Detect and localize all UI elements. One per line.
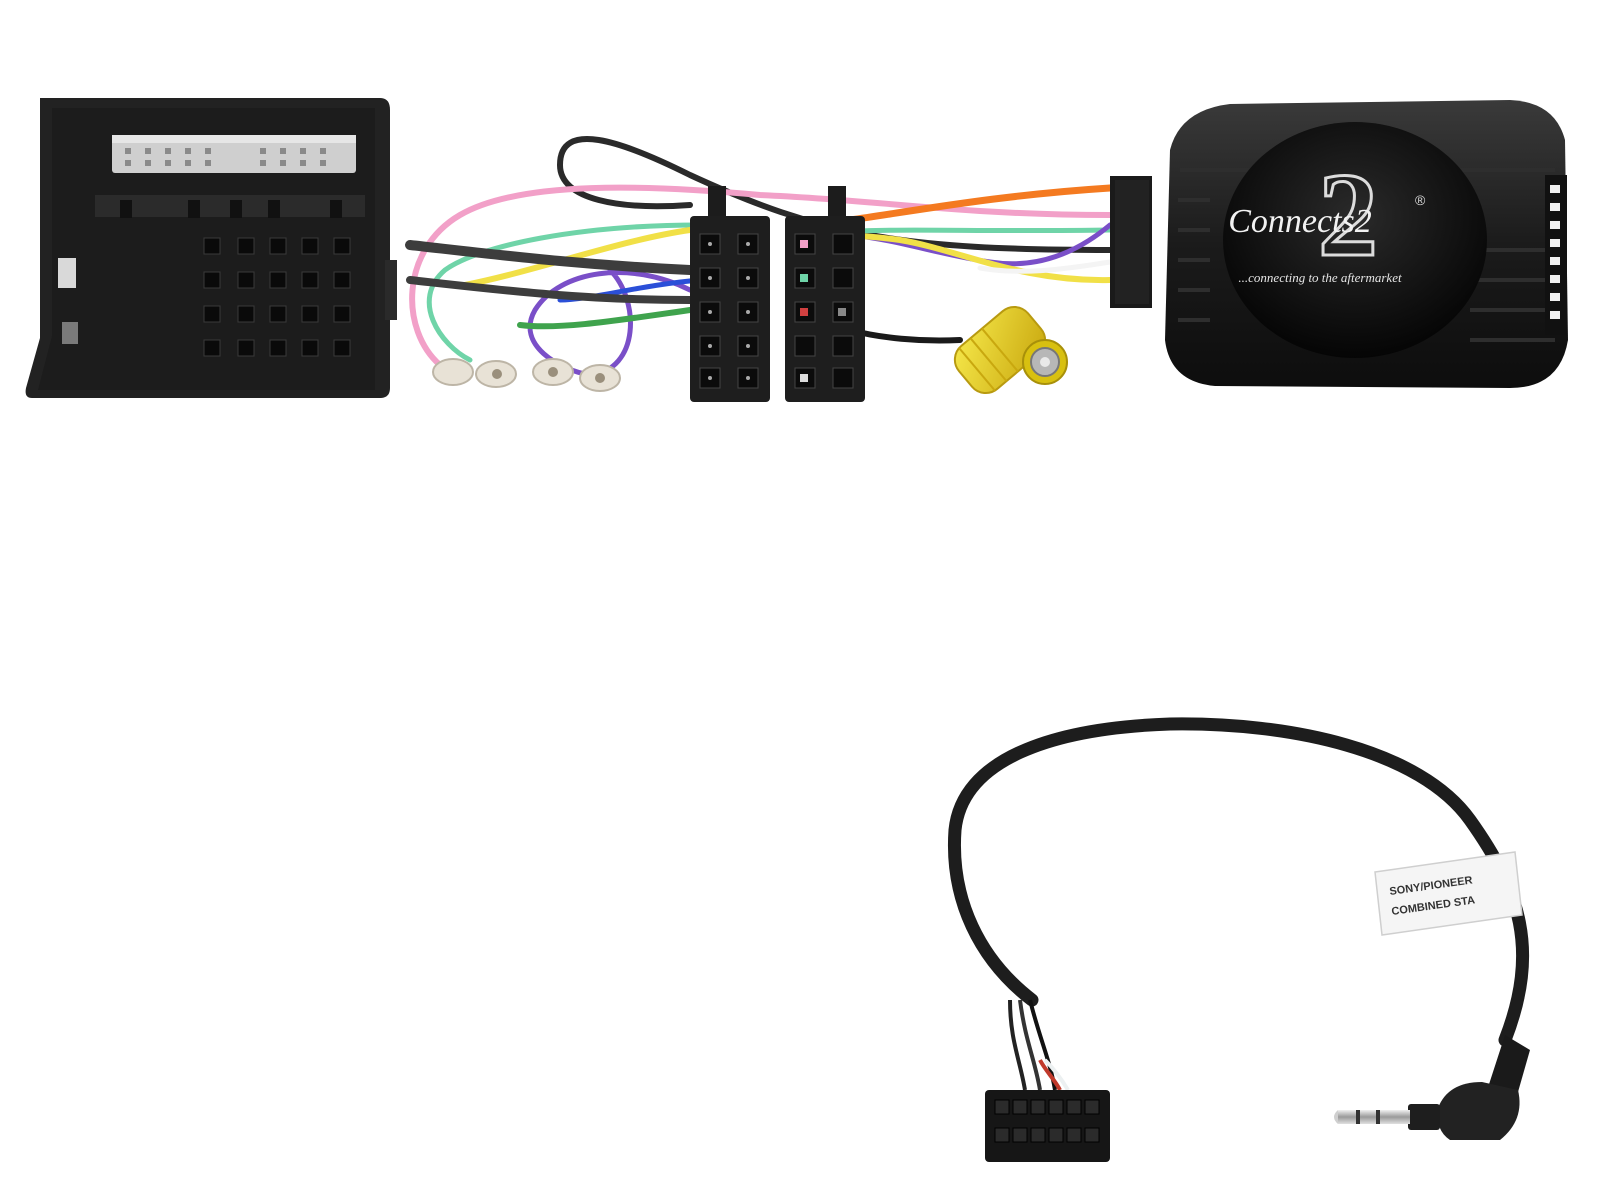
brand-name: Connects2 — [1228, 203, 1372, 240]
cable-label: SONY/PIONEER COMBINED STA — [1374, 851, 1523, 936]
patch-lead: SONY/PIONEER COMBINED STA — [947, 717, 1530, 1162]
svg-text:2: 2 — [1318, 148, 1378, 281]
registered-mark: ® — [1415, 192, 1426, 208]
iso-connector-left — [690, 186, 770, 402]
quadlock-connector — [25, 98, 397, 398]
iso-connector-right — [785, 186, 865, 402]
twelve-pin-connector — [985, 1090, 1110, 1162]
socket-grid — [203, 237, 351, 357]
brand-logo: 2 Connects2 ® ...connecting to the after… — [1228, 147, 1426, 286]
pin-row-top — [125, 148, 326, 166]
interface-module: 2 Connects2 ® ...connecting to the after… — [1110, 100, 1568, 388]
spade-terminals — [432, 358, 621, 392]
brand-tagline: ...connecting to the aftermarket — [1238, 270, 1402, 285]
wire-bundle — [405, 136, 1114, 378]
rca-connector — [953, 305, 1068, 395]
three-point-five-jack — [1334, 1035, 1530, 1140]
